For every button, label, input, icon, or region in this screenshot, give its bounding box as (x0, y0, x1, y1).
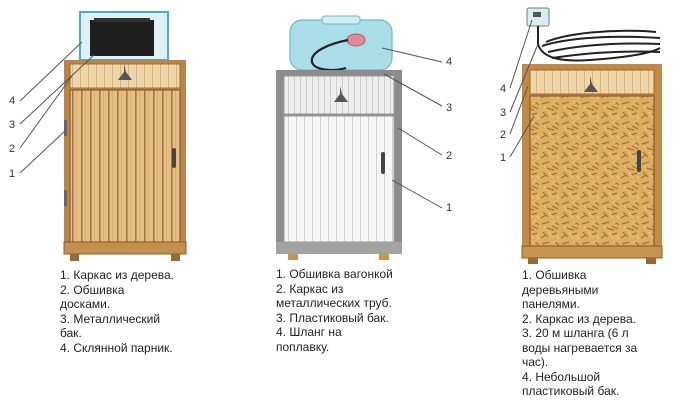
door-handle-3 (637, 150, 641, 172)
caption-item: 1. Обшивка вагонкой (276, 267, 393, 281)
caption-item: 2. Каркас из дерева. (522, 311, 637, 326)
callout-4: 4 (9, 95, 15, 107)
shower-lining: 4 3 2 1 (276, 15, 452, 260)
callout-3-c: 3 (500, 107, 506, 119)
lining-door (283, 115, 395, 243)
caption-item: 1. Обшивка деревьяными панелями. (522, 268, 599, 311)
caption-item: 3. 20 м шланга (6 л воды нагревается за … (522, 326, 638, 369)
osb-door (529, 95, 655, 247)
shower-head-icon-2 (334, 86, 348, 102)
callout-1: 1 (9, 168, 15, 180)
caption-item: 4. Шланг на поплавку. (276, 325, 342, 354)
callout-3-b: 3 (446, 102, 452, 114)
metal-tank (90, 20, 154, 56)
float-icon (346, 33, 366, 47)
caption-item: 2. Обшивка досками. (60, 282, 125, 312)
caption-item: 1. Каркас из дерева. (60, 268, 175, 282)
caption-item: 3. Пластиковый бак. (276, 310, 389, 325)
shower-head-icon-3 (584, 76, 598, 92)
callout-4-b: 4 (446, 56, 452, 68)
caption-wooden-shower: 1. Каркас из дерева. 2. Обшивка досками.… (60, 268, 230, 355)
plastic-tank (289, 19, 393, 71)
caption-panel-shower: 1. Обшивка деревьяными панелями. 2. Карк… (522, 268, 670, 399)
callout-4-c: 4 (500, 83, 506, 95)
caption-item: 4. Склянной парник. (60, 340, 173, 355)
shower-wooden: 4 3 2 1 (9, 11, 187, 261)
callout-1-c: 1 (500, 152, 506, 164)
hose-coil (537, 26, 661, 62)
shower-head-icon (118, 64, 132, 80)
callout-2-b: 2 (446, 150, 452, 162)
caption-item: 4. Небольшой пластиковый бак. (522, 369, 620, 399)
callout-3: 3 (9, 119, 15, 131)
shower-panels: 4 3 2 1 (500, 7, 663, 264)
callout-2-c: 2 (500, 129, 506, 141)
float-hose (310, 38, 349, 72)
callout-2: 2 (9, 143, 15, 155)
callout-1-b: 1 (446, 202, 452, 214)
caption-item: 3. Металлический бак. (60, 311, 161, 341)
caption-item: 2. Каркас из металлических труб. (276, 281, 392, 311)
door-handle-2 (381, 152, 385, 174)
caption-lining-shower: 1. Обшивка вагонкой 2. Каркас из металли… (276, 267, 451, 354)
door-handle (172, 148, 176, 168)
board-door (69, 89, 181, 243)
